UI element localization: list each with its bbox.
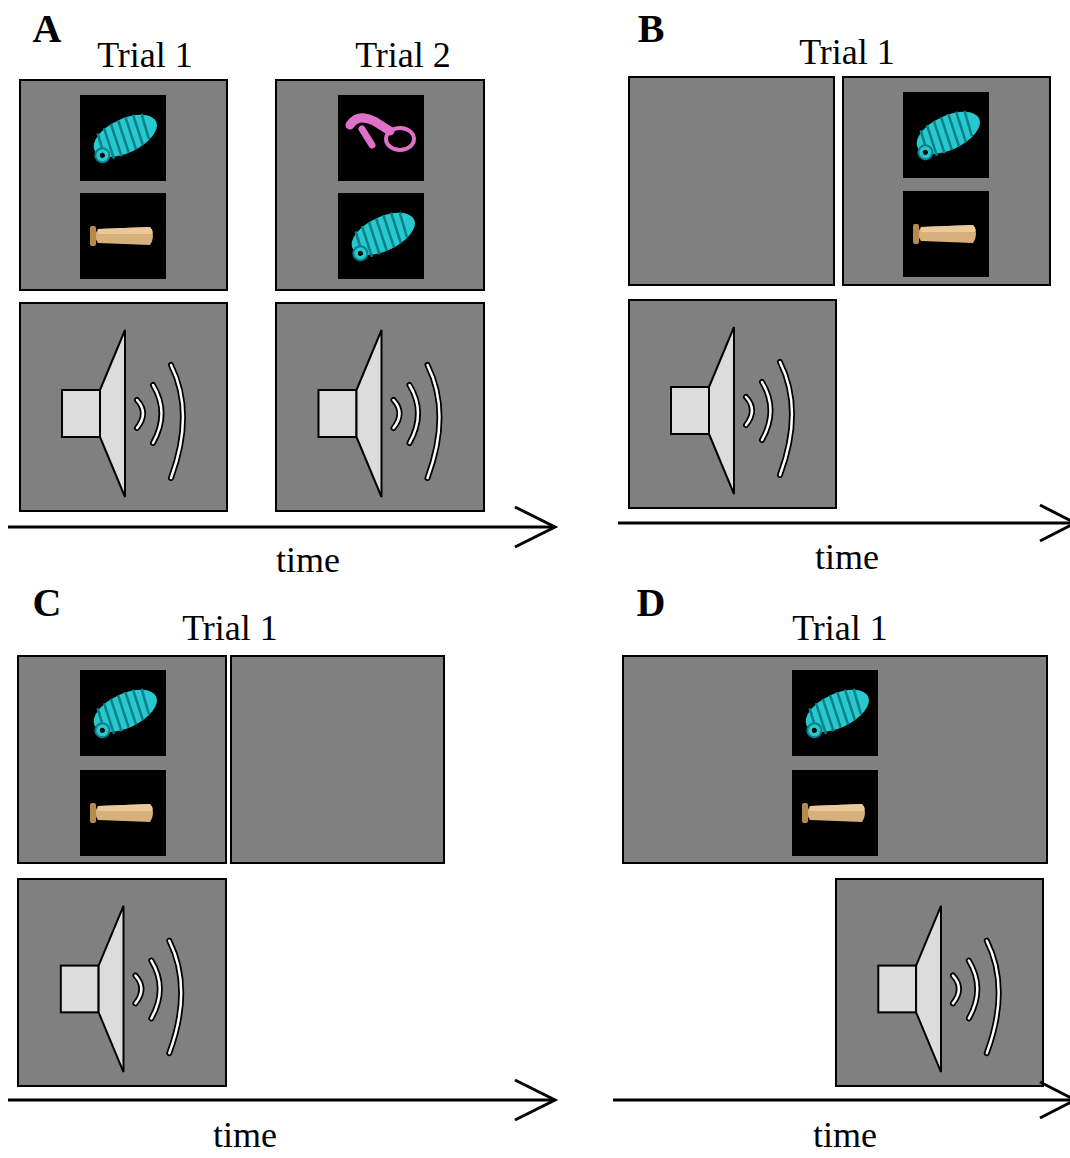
time-axis-label: time [815,539,879,575]
time-axis-label: time [276,542,340,578]
panel-letter: C [33,583,62,623]
time-axis-label: time [813,1117,877,1153]
panel-letter: A [33,9,62,49]
time-axis-label: time [213,1117,277,1153]
trial-label: Trial 1 [97,37,193,73]
panel-letter: D [637,583,666,623]
trial-label: Trial 1 [799,34,895,70]
trial-label: Trial 2 [355,37,451,73]
panel-letter: B [638,9,665,49]
trial-label: Trial 1 [182,610,278,646]
trial-label: Trial 1 [792,610,888,646]
